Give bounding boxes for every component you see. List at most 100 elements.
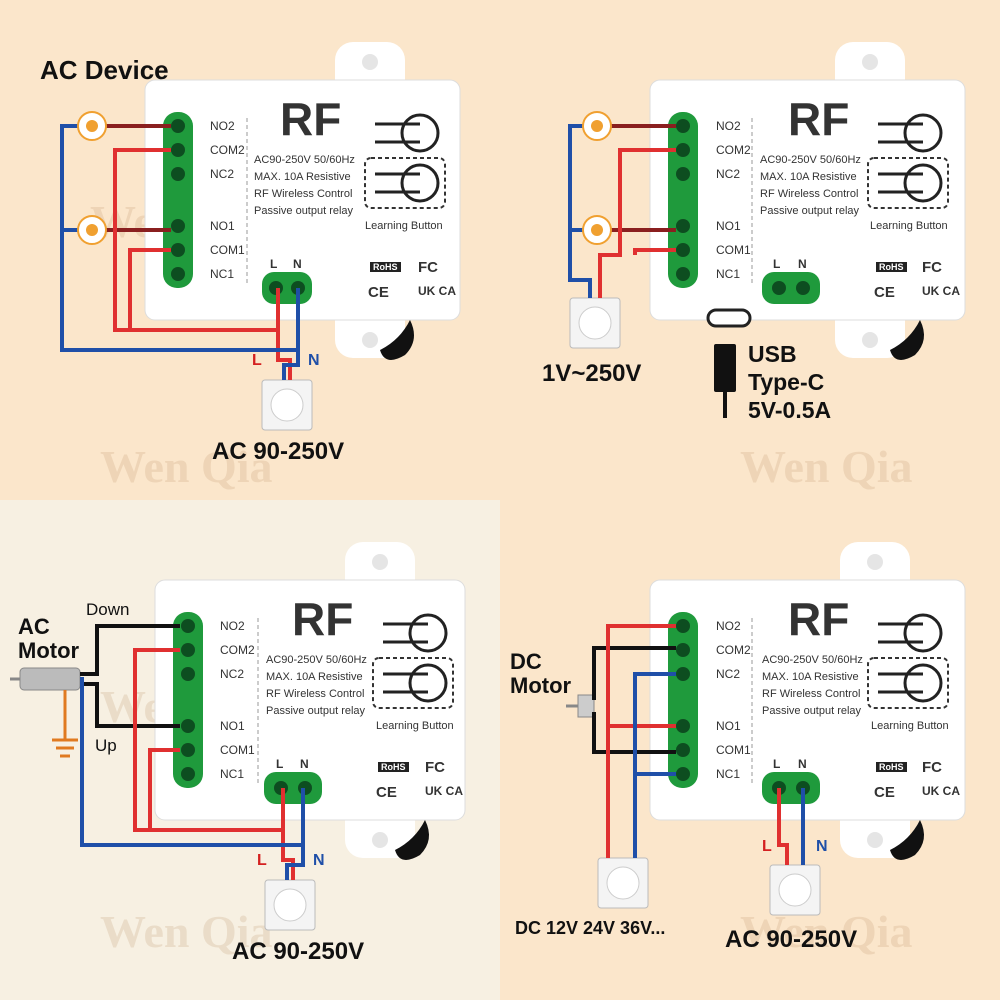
terminal-label: COM2 [716, 143, 751, 157]
wire-black-down [80, 624, 180, 676]
screw-terminal [181, 619, 195, 633]
terminal-label: NO2 [210, 119, 235, 133]
rf-button-icon [408, 613, 448, 653]
terminal-label: NC2 [220, 667, 245, 681]
rf-button-outline [878, 122, 923, 144]
usb-plug-icon [714, 344, 736, 392]
terminal-label: COM1 [716, 743, 751, 757]
title-line: Motor [18, 638, 80, 663]
rf-button-outline [375, 122, 420, 144]
dc-motor-icon [577, 694, 595, 718]
rf-button-icon [903, 613, 943, 653]
terminal-label: COM1 [716, 243, 751, 257]
screw-terminal [676, 719, 690, 733]
screw-terminal [181, 743, 195, 757]
mount-hole [862, 332, 878, 348]
spec-line: AC90-250V 50/60Hz [254, 154, 355, 166]
rf-button-outline [878, 622, 923, 644]
usb-label-line: Type-C [748, 369, 825, 395]
screw-terminal [676, 219, 690, 233]
screw-terminal [676, 767, 690, 781]
ukca-mark: UK CA [425, 784, 463, 798]
panel-title: AC Motor [18, 615, 79, 663]
brand-label: RF [788, 593, 850, 645]
panel-usb: Wen Qia Wen Qia [500, 0, 1000, 500]
screw-terminal [171, 143, 185, 157]
fc-mark: FC [922, 759, 942, 776]
title-line: AC [18, 614, 50, 639]
learning-button-icon [903, 663, 943, 703]
terminal-label: NC2 [716, 167, 741, 181]
wire-red [128, 248, 171, 330]
terminal-label: NO1 [716, 719, 741, 733]
mount-hole [372, 554, 388, 570]
wire-red [276, 330, 292, 380]
relay-module [154, 579, 466, 821]
terminal-label: COM1 [210, 243, 245, 257]
bulb-glow [86, 224, 98, 236]
title-line: DC [510, 649, 542, 674]
brand-label: RF [280, 93, 342, 145]
terminal-label: NC1 [716, 267, 741, 281]
mount-hole [867, 832, 883, 848]
terminal-block [173, 612, 203, 788]
rohs-badge: RoHS [378, 762, 409, 772]
screw-terminal [171, 119, 185, 133]
socket-face [578, 306, 612, 340]
ukca-mark: UK CA [418, 284, 456, 298]
up-label: Up [95, 736, 117, 755]
panel-graphics [60, 42, 461, 431]
spec-list: AC90-250V 50/60Hz MAX. 10A Resistive RF … [760, 152, 861, 220]
wire-red [606, 624, 676, 858]
wire-black [592, 646, 676, 700]
learning-button-box [364, 157, 446, 209]
spec-line: RF Wireless Control [760, 188, 859, 200]
screw-terminal [181, 767, 195, 781]
ce-mark: CE [874, 284, 895, 301]
terminal-l-label: L [270, 257, 278, 271]
panel-graphics [566, 542, 966, 916]
screw-terminal [171, 219, 185, 233]
rf-button-icon [903, 113, 943, 153]
antenna-coil [395, 820, 429, 860]
supply-label: AC 90-250V [725, 926, 858, 953]
screw-terminal [676, 667, 690, 681]
screw-terminal [676, 643, 690, 657]
bulb-glow [591, 224, 603, 236]
learning-button-label: Learning Button [365, 220, 443, 232]
panel-title: AC Device [40, 55, 169, 85]
spec-list: AC90-250V 50/60Hz MAX. 10A Resistive RF … [254, 152, 355, 220]
terminal-label: NO2 [716, 119, 741, 133]
screw-terminal [772, 281, 786, 295]
wire-label-n: N [816, 838, 828, 855]
wire-blue [285, 845, 305, 880]
usb-label-line: USB [748, 341, 797, 367]
wire-label-n: N [308, 352, 320, 369]
screw-terminal [796, 281, 810, 295]
wire-black-up [80, 682, 180, 728]
screw-terminal [171, 243, 185, 257]
rohs-badge: RoHS [876, 762, 907, 772]
terminal-label: NC2 [716, 667, 741, 681]
spec-list: AC90-250V 50/60Hz MAX. 10A Resistive RF … [266, 652, 367, 720]
brand-label: RF [292, 593, 354, 645]
wire-label-l: L [762, 838, 772, 855]
terminal-n-label: N [798, 257, 807, 271]
rf-button-icon [400, 113, 440, 153]
spec-line: Passive output relay [760, 205, 860, 217]
mount-hole [867, 554, 883, 570]
wire-blue [568, 124, 592, 298]
panel-title: DC Motor [510, 650, 571, 698]
terminal-label: COM1 [220, 743, 255, 757]
terminal-l-label: L [773, 257, 781, 271]
terminal-l-label: L [773, 757, 781, 771]
socket-face [778, 873, 812, 907]
screw-terminal [676, 119, 690, 133]
spec-line: AC90-250V 50/60Hz [762, 654, 863, 666]
ac-motor-icon [19, 667, 81, 691]
rohs-badge: RoHS [370, 262, 401, 272]
spec-line: RF Wireless Control [266, 688, 365, 700]
relay-module [144, 79, 461, 321]
screw-terminal [676, 143, 690, 157]
